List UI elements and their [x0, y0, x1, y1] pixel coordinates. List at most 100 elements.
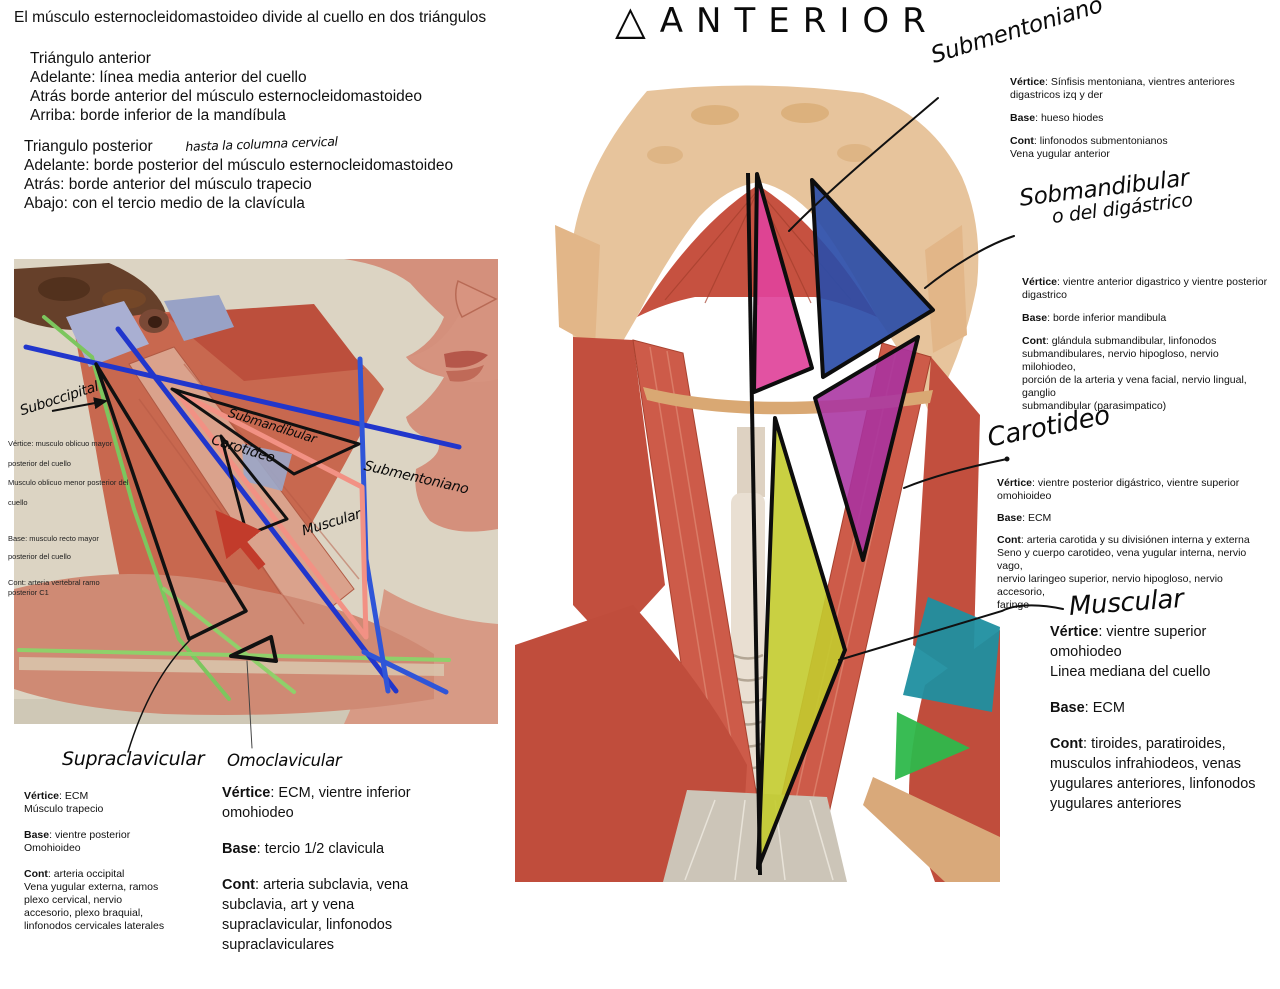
suboccipital-base-note: Base: musculo recto mayor posterior del … — [8, 534, 99, 561]
omoclavicular-info: Vértice: ECM, vientre inferior omohiodeo… — [222, 783, 452, 971]
base-label: Base — [1050, 700, 1085, 716]
cont-label: Cont — [1050, 736, 1084, 752]
base-text: : hueso hiodes — [1035, 112, 1104, 124]
posterior-triangle-outline — [94, 362, 248, 641]
overlay-lines — [17, 315, 462, 701]
label-omoclavicular-hw: Omoclavicular — [227, 751, 342, 770]
submandibular-triangle-outline — [170, 387, 361, 476]
omoclavicular-triangle — [895, 712, 970, 780]
submentoniano-base: Base: hueso hiodes — [1010, 112, 1255, 125]
carotideo-leader-dot — [1004, 456, 1010, 462]
vertice-text: : Sínfisis mentoniana, vientres anterior… — [1010, 76, 1235, 101]
green-line-lower — [162, 587, 296, 694]
base-label: Base — [997, 512, 1023, 524]
nose — [455, 279, 498, 319]
label-supraclavicular-hw: Supraclavicular — [62, 748, 205, 770]
label-submentoniano-hw-right: Submentoniano — [928, 0, 1106, 69]
omoclavicular-triangle-outline — [229, 635, 278, 663]
submentoniano-vertice: Vértice: Sínfisis mentoniana, vientres a… — [1010, 76, 1255, 102]
fascia-fan — [663, 790, 847, 882]
muscular-info: Vértice: vientre superior omohiodeo Line… — [1050, 622, 1275, 830]
upper-lip — [444, 350, 488, 368]
carotideo-vertice: Vértice: vientre posterior digástrico, v… — [997, 477, 1267, 503]
vertice-label: Vértice — [1050, 624, 1099, 640]
clavicle-right — [863, 777, 1000, 882]
supraclavicular-info: Vértice: ECM Músculo trapecio Base: vien… — [24, 790, 194, 946]
suboccipital-cont-note: Cont: arteria vertebral ramo posterior C… — [8, 578, 100, 597]
cont-label: Cont — [997, 534, 1021, 546]
anterior-triangle-lines: Adelante: línea media anterior del cuell… — [30, 69, 423, 124]
base-text: : ECM — [1084, 700, 1125, 716]
supraclavicular-cont: Cont: arteria occipital Vena yugular ext… — [24, 868, 194, 933]
submandibular-base: Base: borde inferior mandibula — [1022, 312, 1272, 325]
clavicle-band — [19, 657, 444, 676]
cont-label: Cont — [222, 877, 256, 893]
base-label: Base — [222, 841, 257, 857]
base-text: : ECM — [1022, 512, 1052, 524]
carotideo-base: Base: ECM — [997, 512, 1267, 525]
cont-text: : tiroides, paratiroides, musculos infra… — [1050, 736, 1256, 812]
lower-lip — [446, 365, 484, 382]
omoclavicular-vertice: Vértice: ECM, vientre inferior omohiodeo — [222, 783, 452, 823]
anterior-neck-figure — [515, 85, 1000, 882]
submandibular-info: Vértice: vientre anterior digastrico y v… — [1022, 276, 1272, 423]
vertice-text: : ECM, vientre inferior omohiodeo — [222, 785, 411, 821]
vertice-label: Vértice — [222, 785, 271, 801]
suboccipital-arrow — [51, 397, 108, 412]
muscular-vertice: Vértice: vientre superior omohiodeo Line… — [1050, 622, 1275, 682]
omoclavicular-base: Base: tercio 1/2 clavicula — [222, 839, 452, 859]
lateral-neck-figure — [14, 259, 498, 724]
posterior-triangle-heading: Triangulo posterior — [24, 138, 153, 155]
red-arrow — [215, 510, 266, 570]
cont-text: : arteria carotida y su divisiónen inter… — [997, 534, 1250, 611]
vertice-label: Vértice — [24, 790, 60, 802]
posterior-heading-row: Triangulo posterior hasta la columna cer… — [24, 134, 453, 156]
base-label: Base — [1022, 312, 1048, 324]
carotideo-info: Vértice: vientre posterior digástrico, v… — [997, 477, 1267, 621]
vertice-text: : ECM Músculo trapecio — [24, 790, 104, 815]
submandibular-cont: Cont: glándula submandibular, linfonodos… — [1022, 335, 1272, 413]
carotideo-cont: Cont: arteria carotida y su divisiónen i… — [997, 534, 1267, 612]
anterior-title-text: ANTERIOR — [659, 1, 939, 41]
muscular-triangle — [756, 416, 847, 870]
blue-line-bottom — [361, 649, 449, 695]
cont-text: : glándula submandibular, linfonodos sub… — [1022, 335, 1247, 412]
cont-text: : linfonodos submentonianos Vena yugular… — [1010, 135, 1168, 160]
supraclavicular-vertice: Vértice: ECM Músculo trapecio — [24, 790, 194, 816]
muscular-base: Base: ECM — [1050, 698, 1275, 718]
cont-text: : arteria subclavia, vena subclavia, art… — [222, 877, 409, 953]
salmon-triangle-outline — [173, 388, 369, 640]
label-submandibular-hw-right: Sobmandibular o del digástrico — [1018, 165, 1194, 232]
submentoniano-info: Vértice: Sínfisis mentoniana, vientres a… — [1010, 76, 1255, 171]
anterior-triangle-paragraph: Triángulo anterior Adelante: línea media… — [30, 49, 422, 125]
base-text: : borde inferior mandibula — [1047, 312, 1167, 324]
base-text: : vientre posterior Omohioideo — [24, 829, 131, 854]
posterior-triangle-paragraph: Triangulo posterior hasta la columna cer… — [24, 134, 454, 213]
page-title: El músculo esternocleidomastoideo divide… — [14, 9, 487, 26]
blue-line-scm — [115, 326, 399, 694]
anterior-triangle-heading: Triángulo anterior — [30, 50, 151, 67]
base-label: Base — [24, 829, 50, 841]
midline — [746, 172, 762, 876]
lateral-neck-illustration — [14, 259, 498, 724]
submentoniano-cont: Cont: linfonodos submentonianos Vena yug… — [1010, 135, 1255, 161]
blue-line-mandible — [23, 344, 462, 450]
posterior-handwritten-note: hasta la columna cervical — [185, 133, 338, 154]
suboccipital-vertice-note: Vértice: musculo oblicuo mayor posterior… — [8, 439, 129, 507]
submentoniano-triangle — [752, 172, 814, 394]
vertice-text: : vientre superior omohiodeo Linea media… — [1050, 624, 1211, 680]
vertice-label: Vértice — [1010, 76, 1046, 88]
muscular-cont: Cont: tiroides, paratiroides, musculos i… — [1050, 734, 1275, 814]
posterior-triangle-lines: Adelante: borde posterior del músculo es… — [24, 157, 454, 212]
cont-label: Cont — [1022, 335, 1046, 347]
base-text: : tercio 1/2 clavicula — [256, 841, 385, 857]
omoclavicular-cont: Cont: arteria subclavia, vena subclavia,… — [222, 875, 452, 955]
supraclavicular-base: Base: vientre posterior Omohioideo — [24, 829, 194, 855]
vertice-text: : vientre anterior digastrico y vientre … — [1022, 276, 1268, 301]
cont-label: Cont — [24, 868, 48, 880]
ear — [139, 309, 169, 333]
vertice-label: Vértice — [997, 477, 1033, 489]
carotideo-triangle — [813, 335, 920, 562]
cont-label: Cont — [1010, 135, 1034, 147]
